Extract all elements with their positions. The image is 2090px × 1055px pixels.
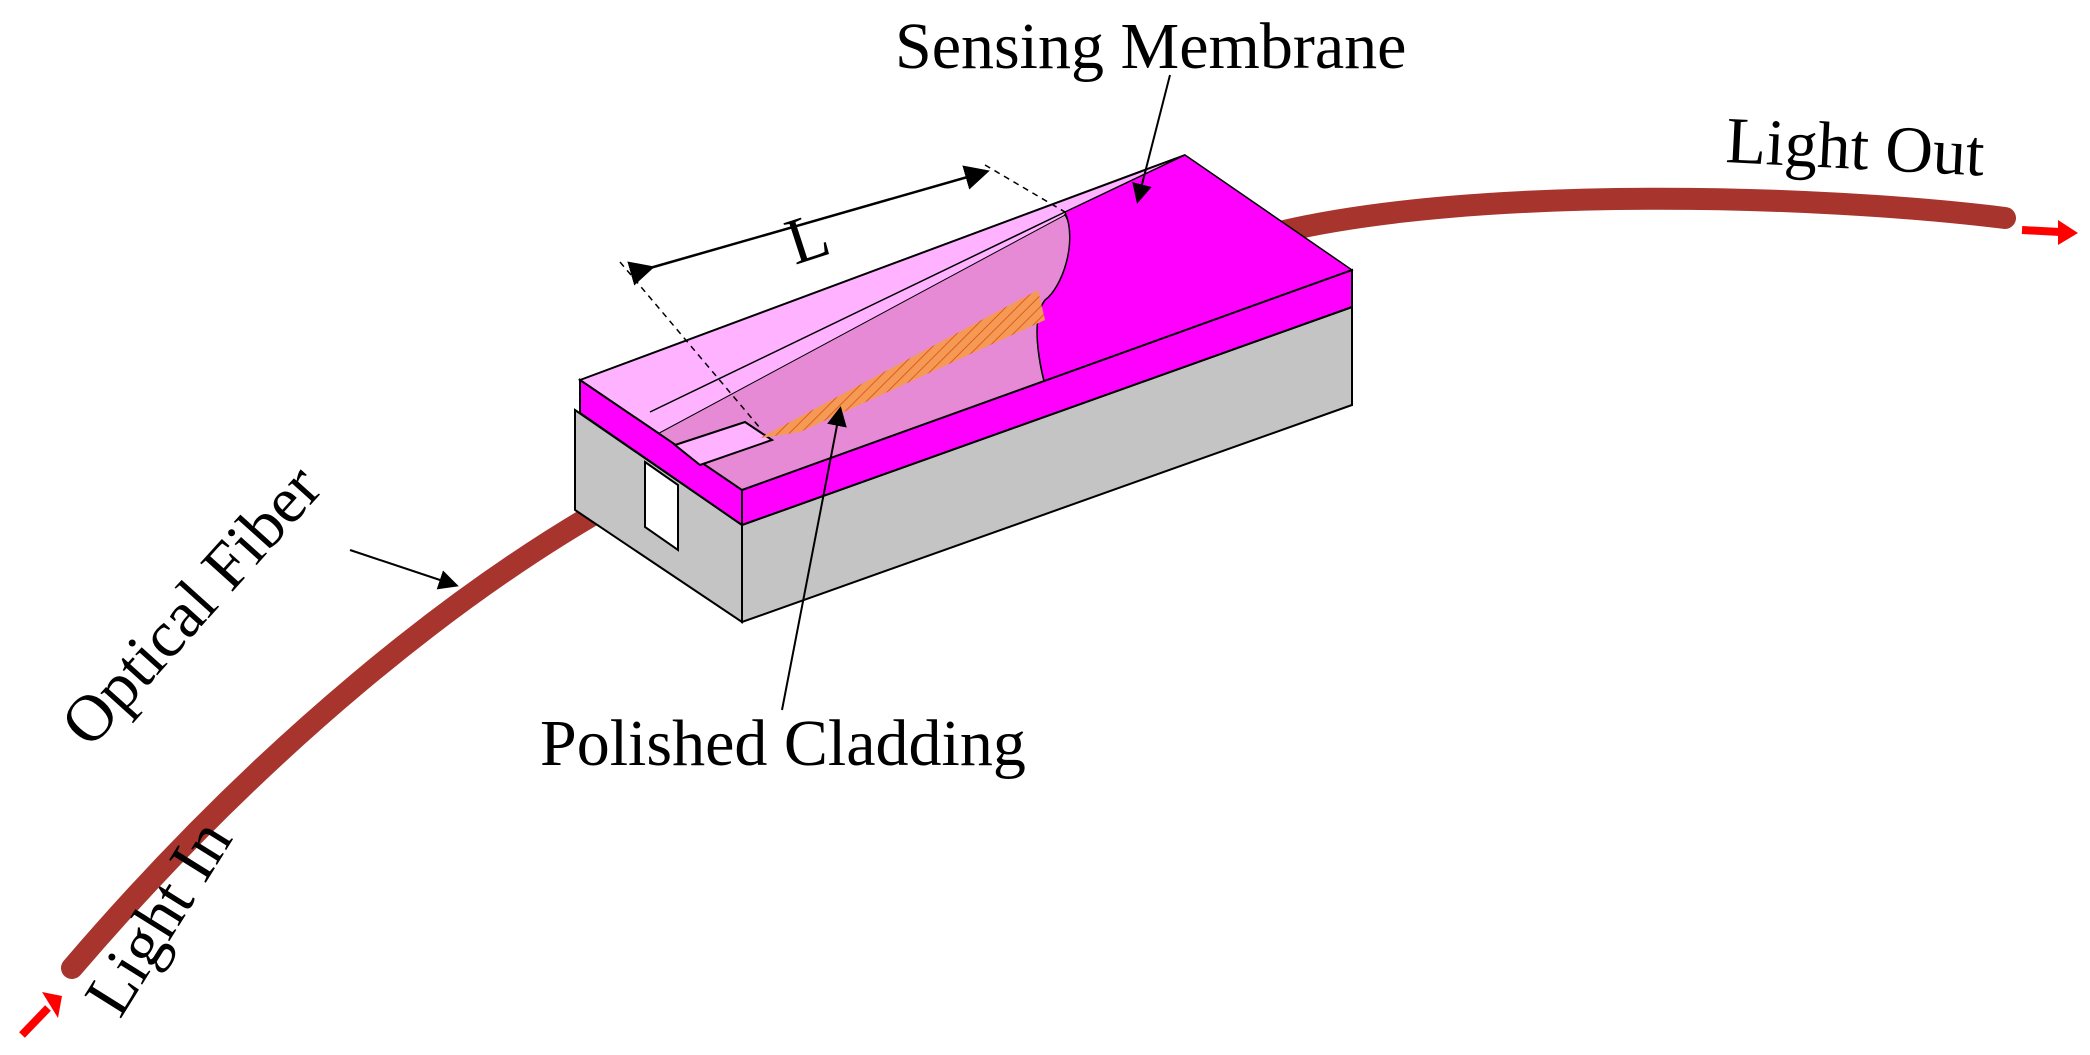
polished-cladding-region — [760, 290, 1045, 438]
sensing-membrane-label: Sensing Membrane — [895, 10, 1406, 83]
light-in-arrow — [19, 992, 62, 1038]
optical-fiber-out — [1269, 187, 2016, 243]
length-label: L — [777, 197, 838, 279]
sensing-membrane-leader — [1132, 74, 1171, 204]
optical-fiber-in — [61, 467, 671, 979]
light-out-label: Light Out — [1724, 104, 1986, 190]
substrate-block — [574, 305, 1353, 624]
polished-cladding-label: Polished Cladding — [540, 707, 1026, 780]
length-dimension — [619, 164, 1066, 429]
light-in-label: Light In — [71, 807, 247, 1028]
light-out-arrow — [2021, 220, 2078, 245]
optical-fiber-leader — [349, 549, 459, 590]
optical-fiber-label: Optical Fiber — [47, 451, 336, 760]
polished-cladding-leader — [781, 406, 847, 711]
